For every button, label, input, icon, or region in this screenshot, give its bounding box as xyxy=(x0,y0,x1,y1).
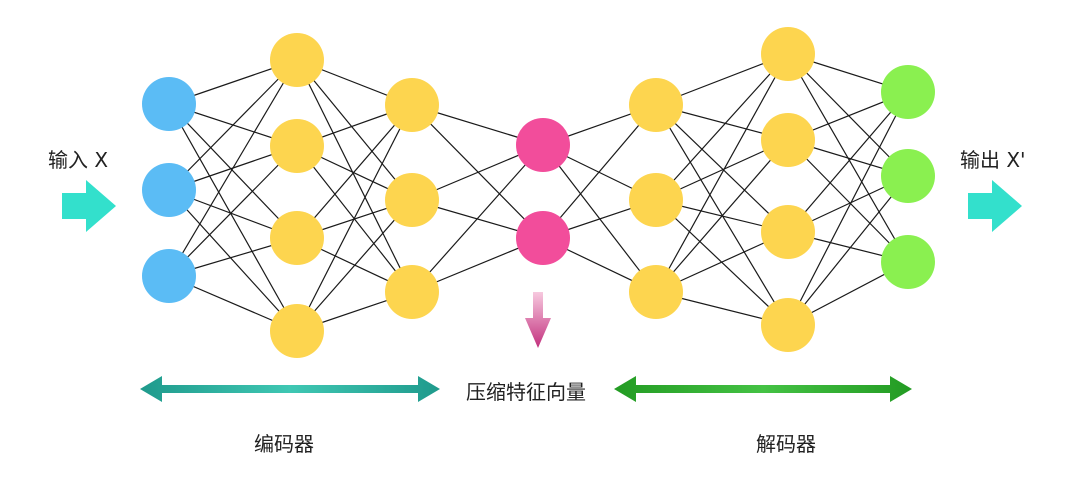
edge-1-0-2 xyxy=(296,59,413,293)
edge-1-3-1 xyxy=(296,199,413,332)
edge-1-0-1 xyxy=(296,59,413,201)
input-node-1 xyxy=(142,77,196,131)
encoder-label: 编码器 xyxy=(254,432,314,456)
output-node-1 xyxy=(881,65,935,119)
input-node-3 xyxy=(142,249,196,303)
decoder-hidden-2-node-3 xyxy=(761,205,815,259)
encoder-hidden-1-node-3 xyxy=(270,211,324,265)
edge-1-3-0 xyxy=(296,104,413,332)
compress-down-arrow-icon xyxy=(525,292,551,348)
decoder-hidden-1-node-3 xyxy=(629,265,683,319)
edge-5-2-0 xyxy=(787,91,909,233)
network-nodes xyxy=(142,27,935,358)
decoder-hidden-1-node-2 xyxy=(629,173,683,227)
edge-4-0-2 xyxy=(655,104,789,233)
edge-5-1-2 xyxy=(787,139,909,263)
output-arrow-icon xyxy=(968,180,1022,232)
edge-2-2-0 xyxy=(411,144,544,293)
output-node-3 xyxy=(881,235,935,289)
edge-0-2-1 xyxy=(168,145,298,277)
edge-5-3-0 xyxy=(787,91,909,326)
edge-0-1-3 xyxy=(168,189,298,332)
encoder-hidden-1-node-2 xyxy=(270,119,324,173)
decoder-label: 解码器 xyxy=(756,432,816,456)
output-node-2 xyxy=(881,149,935,203)
encoder-hidden-2-node-1 xyxy=(385,78,439,132)
encoder-hidden-1-node-4 xyxy=(270,304,324,358)
edge-0-2-0 xyxy=(168,59,298,277)
edge-4-2-1 xyxy=(655,139,789,293)
encoder-span-arrow-icon xyxy=(140,376,440,402)
edge-4-1-0 xyxy=(655,53,789,201)
input-arrow-icon xyxy=(62,180,116,232)
latent-node-1 xyxy=(516,118,570,172)
edge-5-0-1 xyxy=(787,53,909,177)
decoder-hidden-1-node-1 xyxy=(629,78,683,132)
latent-node-2 xyxy=(516,211,570,265)
edge-0-0-3 xyxy=(168,103,298,332)
decoder-hidden-2-node-1 xyxy=(761,27,815,81)
decoder-hidden-2-node-2 xyxy=(761,113,815,167)
input-label: 输入 X xyxy=(48,148,109,172)
encoder-hidden-2-node-2 xyxy=(385,173,439,227)
edge-2-0-1 xyxy=(411,104,544,239)
edge-4-0-3 xyxy=(655,104,789,326)
edge-0-1-0 xyxy=(168,59,298,191)
edge-1-2-0 xyxy=(296,104,413,239)
edge-4-2-0 xyxy=(655,53,789,293)
latent-vector-label: 压缩特征向量 xyxy=(466,380,586,404)
edge-0-0-2 xyxy=(168,103,298,239)
decoder-hidden-2-node-4 xyxy=(761,298,815,352)
connection-edges xyxy=(168,53,909,332)
output-label: 输出 X' xyxy=(960,148,1026,172)
edge-5-3-1 xyxy=(787,175,909,326)
decoder-span-arrow-icon xyxy=(614,376,912,402)
input-node-2 xyxy=(142,163,196,217)
encoder-hidden-1-node-1 xyxy=(270,33,324,87)
edge-3-1-0 xyxy=(542,104,657,239)
encoder-hidden-2-node-3 xyxy=(385,265,439,319)
